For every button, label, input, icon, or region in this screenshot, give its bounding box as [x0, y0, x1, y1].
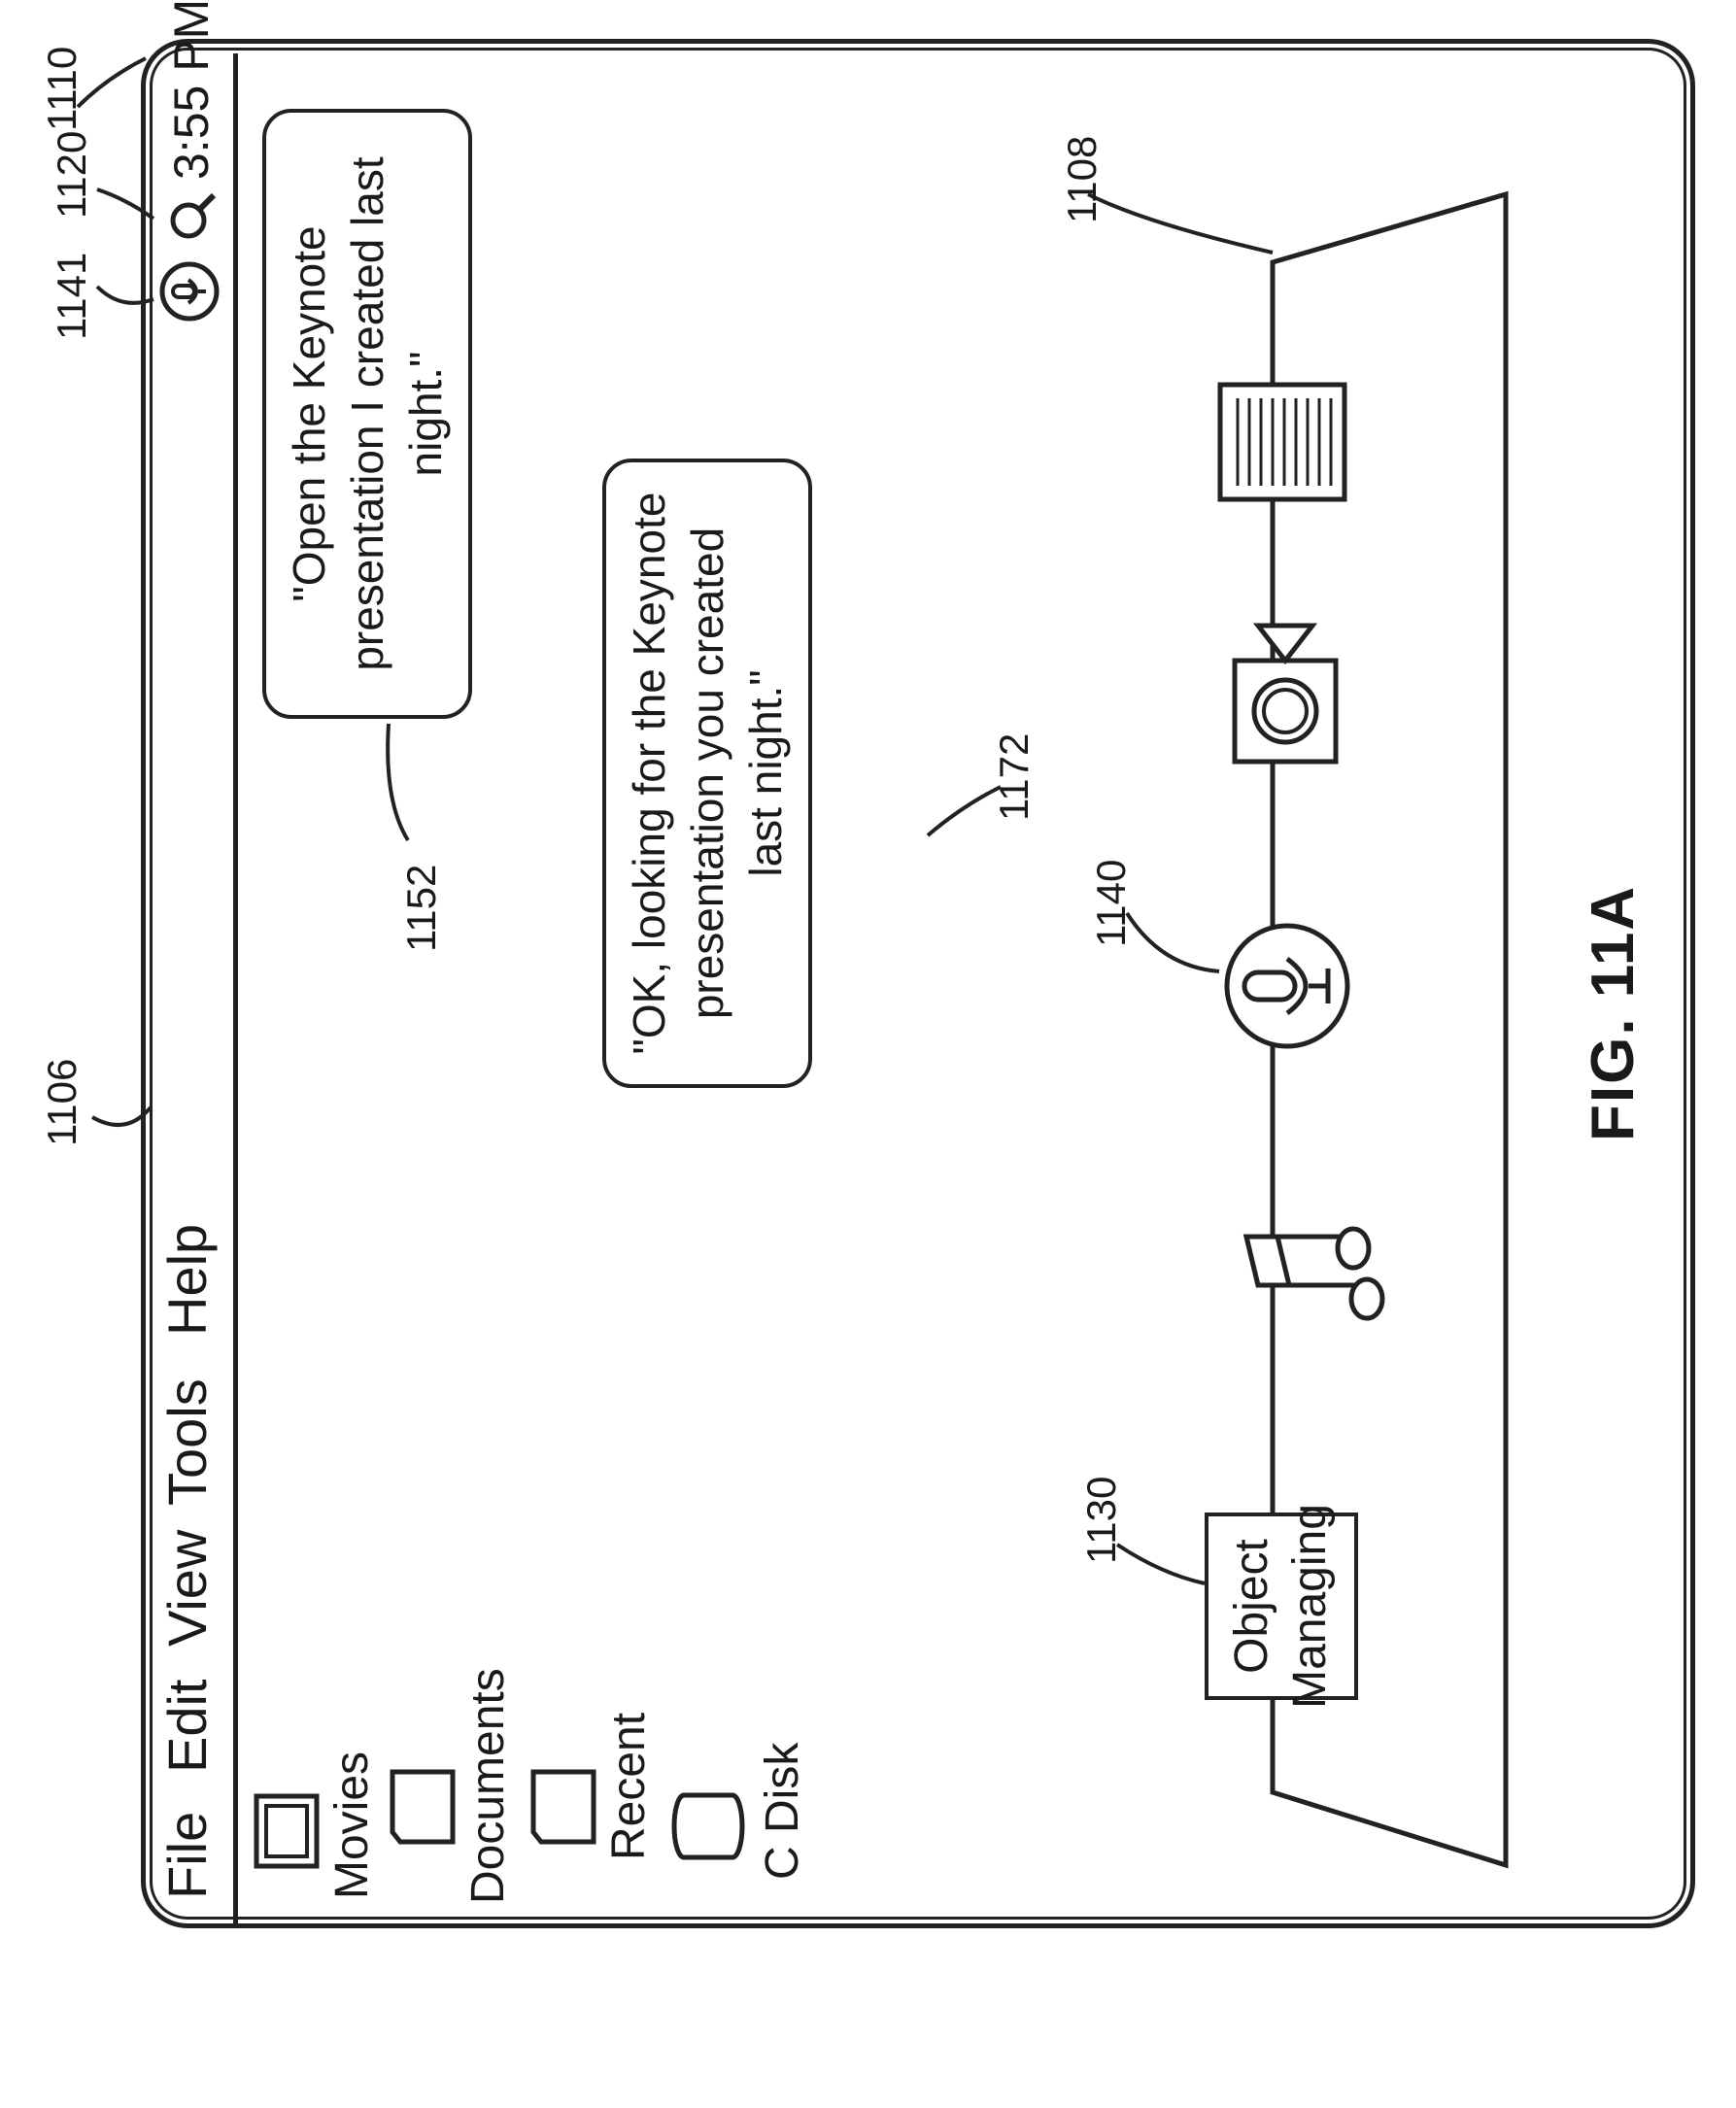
ref-1140: 1140 — [1088, 860, 1135, 947]
ref-1152: 1152 — [398, 865, 445, 952]
figure-caption: FIG. 11A — [1579, 885, 1648, 1141]
ref-1110: 1110 — [39, 47, 85, 131]
ref-1106: 1106 — [39, 1059, 85, 1146]
ref-1130: 1130 — [1078, 1477, 1125, 1564]
ref-1141: 1141 — [49, 253, 95, 340]
ref-1108: 1108 — [1059, 136, 1106, 223]
ref-1120: 1120 — [49, 131, 95, 219]
ref-1172: 1172 — [991, 733, 1038, 821]
